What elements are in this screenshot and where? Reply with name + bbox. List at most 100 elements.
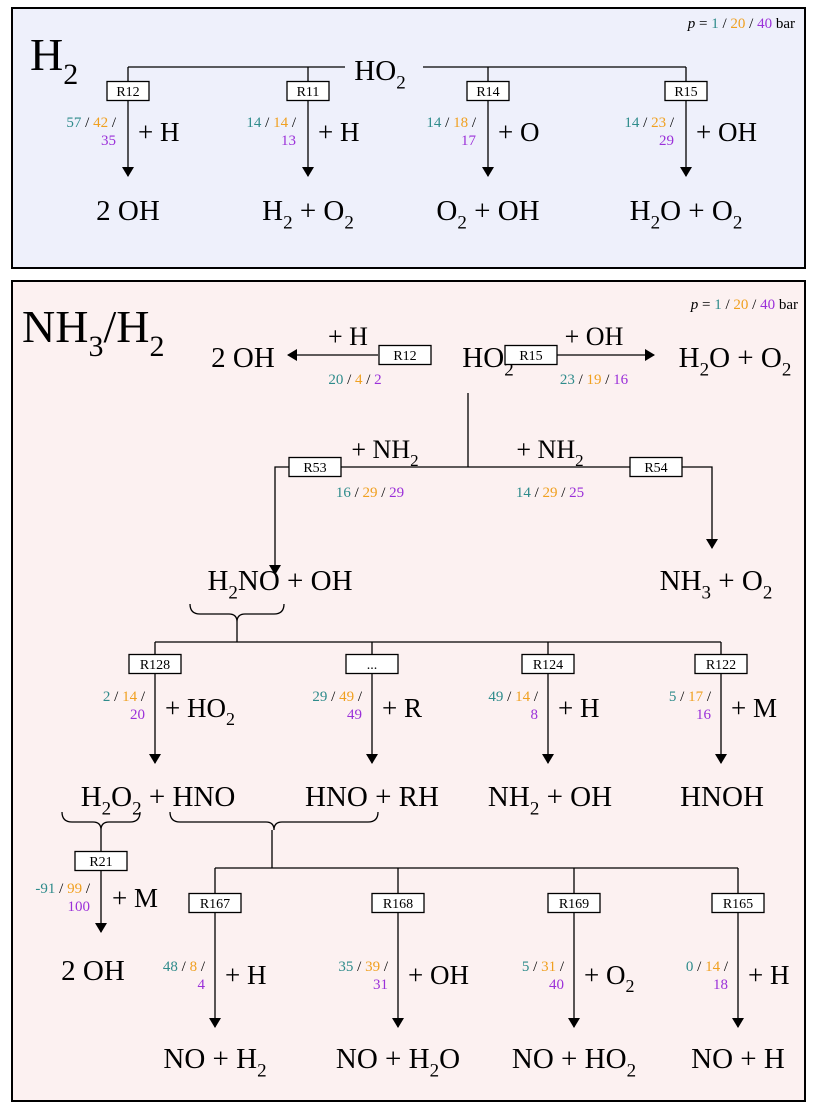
h2-values-R12: 57 / 42 / xyxy=(66,115,116,131)
h2-values-R11: 14 / 14 / xyxy=(246,115,296,131)
nh3-product-h2no-oh: H2NO + OH xyxy=(207,565,352,604)
h2-product-R15: H2O + O2 xyxy=(630,195,743,234)
nh3-hno-brace xyxy=(169,811,379,831)
nh3-reaction-box-R124 xyxy=(521,653,575,675)
nh3-reactant-R53: + NH2 xyxy=(351,435,418,470)
nh3-reaction-box-R165-label: R165 xyxy=(723,897,753,912)
nh3-reactant-R165: + H xyxy=(748,960,789,990)
nh3-product-hno-rh: HNO + RH xyxy=(305,781,439,813)
nh3-title: NH3/H2 xyxy=(22,301,164,363)
nh3-product-nh3-o2: NH3 + O2 xyxy=(660,565,773,604)
nh3-reactant-R168: + OH xyxy=(408,960,469,990)
nh3-reactant-R169: + O2 xyxy=(584,960,634,996)
nh3-reactant-2: + H xyxy=(558,693,599,723)
nh3-values-R165: 0 / 14 / xyxy=(686,959,729,975)
h2-product-R14: O2 + OH xyxy=(436,195,539,234)
nh3-values-0-line2: 20 xyxy=(130,707,145,723)
h2-source-ho2: HO2 xyxy=(354,55,405,94)
nh3-reactant-0: + HO2 xyxy=(165,693,235,729)
nh3-values-1-line2: 49 xyxy=(347,707,362,723)
nh3-reaction-box-R21 xyxy=(74,850,128,872)
nh3-values-R21: -91 / 99 / xyxy=(35,881,90,897)
nh3-arrow-r53 xyxy=(269,466,289,575)
nh3-reaction-box-ellipsis-label: ... xyxy=(367,658,378,673)
nh3-product-2oh-r21: 2 OH xyxy=(61,955,125,987)
h2-values-R12-line2: 35 xyxy=(101,133,116,149)
nh3-product-R169: NO + HO2 xyxy=(512,1043,636,1082)
h2-title: H2 xyxy=(30,29,78,91)
nh3-reaction-box-R168 xyxy=(371,892,425,914)
nh3-reaction-box-R21-label: R21 xyxy=(89,855,112,870)
nh3-values-R165-line2: 18 xyxy=(713,977,728,993)
h2-values-R11-line2: 13 xyxy=(281,133,296,149)
nh3-product-R167: NO + H2 xyxy=(163,1043,266,1082)
nh3-product-h2o2-hno: H2O2 + HNO xyxy=(81,781,236,820)
nh3-reactant-R12: + H xyxy=(328,322,368,351)
nh3-reaction-box-R12-label: R12 xyxy=(393,349,416,364)
nh3-values-R53: 16 / 29 / 29 xyxy=(336,485,404,501)
nh3-product-R165: NO + H xyxy=(691,1043,785,1075)
nh3-values-R168: 35 / 39 / xyxy=(338,959,388,975)
nh3-values-R169: 5 / 31 / xyxy=(522,959,565,975)
nh3-values-2-line2: 8 xyxy=(531,707,539,723)
nh3-product-hnoh: HNOH xyxy=(680,781,764,813)
nh3-product-2oh: 2 OH xyxy=(211,342,275,374)
nh3-reaction-box-R124-label: R124 xyxy=(533,658,563,673)
nh3-values-R15: 23 / 19 / 16 xyxy=(560,372,629,388)
nh3-reaction-box-R12 xyxy=(378,344,432,366)
nh3-reaction-box-R54-label: R54 xyxy=(644,461,667,476)
nh3-reaction-box-R169 xyxy=(547,892,601,914)
nh3-values-R21-line2: 100 xyxy=(68,899,91,915)
h2-reaction-box-R11 xyxy=(286,80,330,102)
h2-reactant-R12: + H xyxy=(138,117,179,147)
h2-reactant-R15: + OH xyxy=(696,117,757,147)
nh3-reaction-box-R122-label: R122 xyxy=(706,658,736,673)
nh3-reaction-box-R165 xyxy=(711,892,765,914)
h2-reaction-box-R12 xyxy=(106,80,150,102)
nh3-arrow-r54 xyxy=(682,466,718,549)
h2-panel xyxy=(11,7,806,269)
nh3-values-R12: 20 / 4 / 2 xyxy=(328,372,381,388)
nh3-pressure-legend: p = 1 / 20 / 40 bar xyxy=(690,297,798,313)
nh3-values-2: 49 / 14 / xyxy=(488,689,538,705)
h2-values-R14: 14 / 18 / xyxy=(426,115,476,131)
nh3-reaction-box-ellipsis xyxy=(345,653,399,675)
nh3-reaction-box-R122 xyxy=(694,653,748,675)
nh3-values-0: 2 / 14 / xyxy=(103,689,146,705)
nh3-product-R168: NO + H2O xyxy=(336,1043,460,1082)
h2-reactant-R14: + O xyxy=(498,117,539,147)
nh3-reaction-box-R128-label: R128 xyxy=(140,658,170,673)
nh3-product-nh2-oh: NH2 + OH xyxy=(488,781,612,820)
h2-reaction-box-R12-label: R12 xyxy=(116,85,139,100)
nh3-values-R168-line2: 31 xyxy=(373,977,388,993)
nh3-reactant-R21: + M xyxy=(112,883,158,913)
nh3-reaction-box-R167-label: R167 xyxy=(200,897,230,912)
nh3-values-1: 29 / 49 / xyxy=(312,689,362,705)
nh3-reactant-R54: + NH2 xyxy=(516,435,583,470)
nh3-reactant-R15: + OH xyxy=(565,322,624,351)
nh3-reaction-box-R168-label: R168 xyxy=(383,897,413,912)
nh3-h2-panel xyxy=(11,280,806,1102)
h2-product-R11: H2 + O2 xyxy=(262,195,354,234)
nh3-reaction-box-R53-label: R53 xyxy=(303,461,326,476)
nh3-values-3: 5 / 17 / xyxy=(669,689,712,705)
nh3-reaction-box-R169-label: R169 xyxy=(559,897,589,912)
nh3-values-R54: 14 / 29 / 25 xyxy=(516,485,584,501)
h2-reaction-box-R14 xyxy=(466,80,510,102)
h2-values-R15-line2: 29 xyxy=(659,133,674,149)
nh3-reactant-3: + M xyxy=(731,693,777,723)
h2-product-R12: 2 OH xyxy=(96,195,160,227)
nh3-values-3-line2: 16 xyxy=(696,707,712,723)
nh3-center-ho2: HO2 xyxy=(462,342,513,381)
h2-reactant-R11: + H xyxy=(318,117,359,147)
h2-reaction-box-R11-label: R11 xyxy=(297,85,320,100)
h2-reaction-box-R15-label: R15 xyxy=(674,85,697,100)
h2-pressure-legend: p = 1 / 20 / 40 bar xyxy=(687,16,795,32)
nh3-reaction-box-R15-label: R15 xyxy=(519,349,542,364)
nh3-reactant-R167: + H xyxy=(225,960,266,990)
h2-values-R14-line2: 17 xyxy=(461,133,477,149)
h2-reaction-box-R14-label: R14 xyxy=(476,85,499,100)
nh3-reaction-box-R128 xyxy=(128,653,182,675)
nh3-product-h2o-o2: H2O + O2 xyxy=(679,342,792,381)
